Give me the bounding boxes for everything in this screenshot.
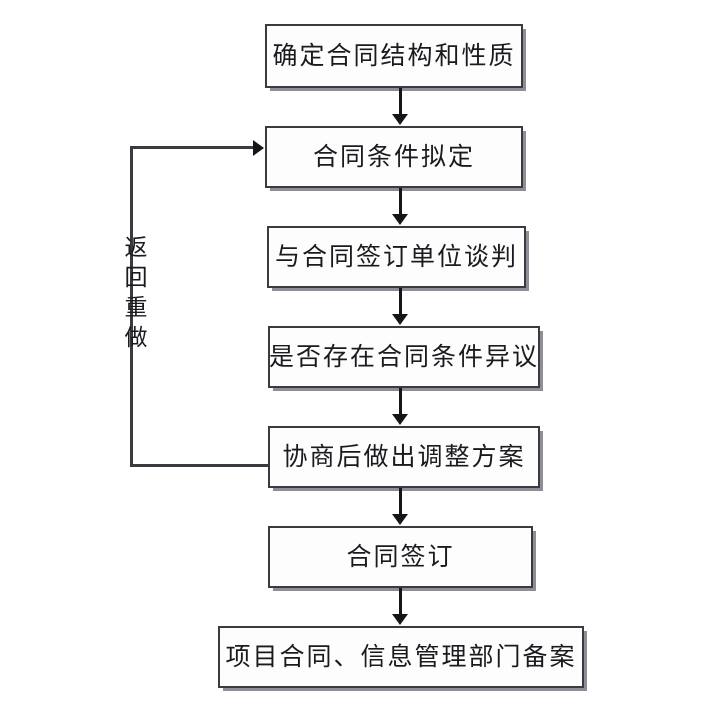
connector-n4-n5: [399, 388, 402, 415]
feedback-loop-arrowhead: [253, 140, 264, 156]
connector-n3-n4: [399, 288, 402, 315]
connector-n4-n5-arrowhead: [392, 414, 408, 425]
flow-node-确定合同结构和性质[interactable]: 确定合同结构和性质: [265, 24, 523, 88]
connector-n5-n6-arrowhead: [392, 514, 408, 525]
feedback-loop-segment-bottom: [130, 464, 270, 467]
connector-n3-n4-arrowhead: [392, 314, 408, 325]
feedback-loop-label: 返回重做: [121, 235, 146, 355]
connector-n2-n3-arrowhead: [392, 214, 408, 225]
flow-node-label: 与合同签订单位谈判: [274, 243, 518, 271]
flow-node-协商后做出调整方案[interactable]: 协商后做出调整方案: [268, 426, 540, 488]
flow-node-label: 是否存在合同条件异议: [269, 343, 540, 371]
flow-node-与合同签订单位谈判[interactable]: 与合同签订单位谈判: [267, 226, 526, 288]
flow-node-合同签订[interactable]: 合同签订: [268, 526, 533, 588]
flow-node-label: 合同条件拟定: [312, 143, 475, 171]
feedback-loop-segment-top: [130, 146, 255, 149]
connector-n5-n6: [399, 488, 402, 515]
flow-node-label: 合同签订: [346, 543, 455, 571]
connector-n6-n7-arrowhead: [392, 614, 408, 625]
flow-node-合同条件拟定[interactable]: 合同条件拟定: [265, 126, 523, 188]
flow-node-label: 协商后做出调整方案: [282, 443, 526, 471]
flow-node-label: 确定合同结构和性质: [272, 42, 516, 70]
connector-n6-n7: [399, 588, 402, 615]
flow-node-label: 项目合同、信息管理部门备案: [225, 643, 577, 671]
connector-n2-n3: [399, 188, 402, 215]
feedback-loop-segment-vertical: [130, 146, 133, 466]
flow-node-项目合同信息管理部门备案[interactable]: 项目合同、信息管理部门备案: [218, 626, 584, 688]
flow-node-是否存在合同条件异议[interactable]: 是否存在合同条件异议: [268, 326, 540, 388]
connector-n1-n2-arrowhead: [392, 114, 408, 125]
connector-n1-n2: [399, 88, 402, 115]
